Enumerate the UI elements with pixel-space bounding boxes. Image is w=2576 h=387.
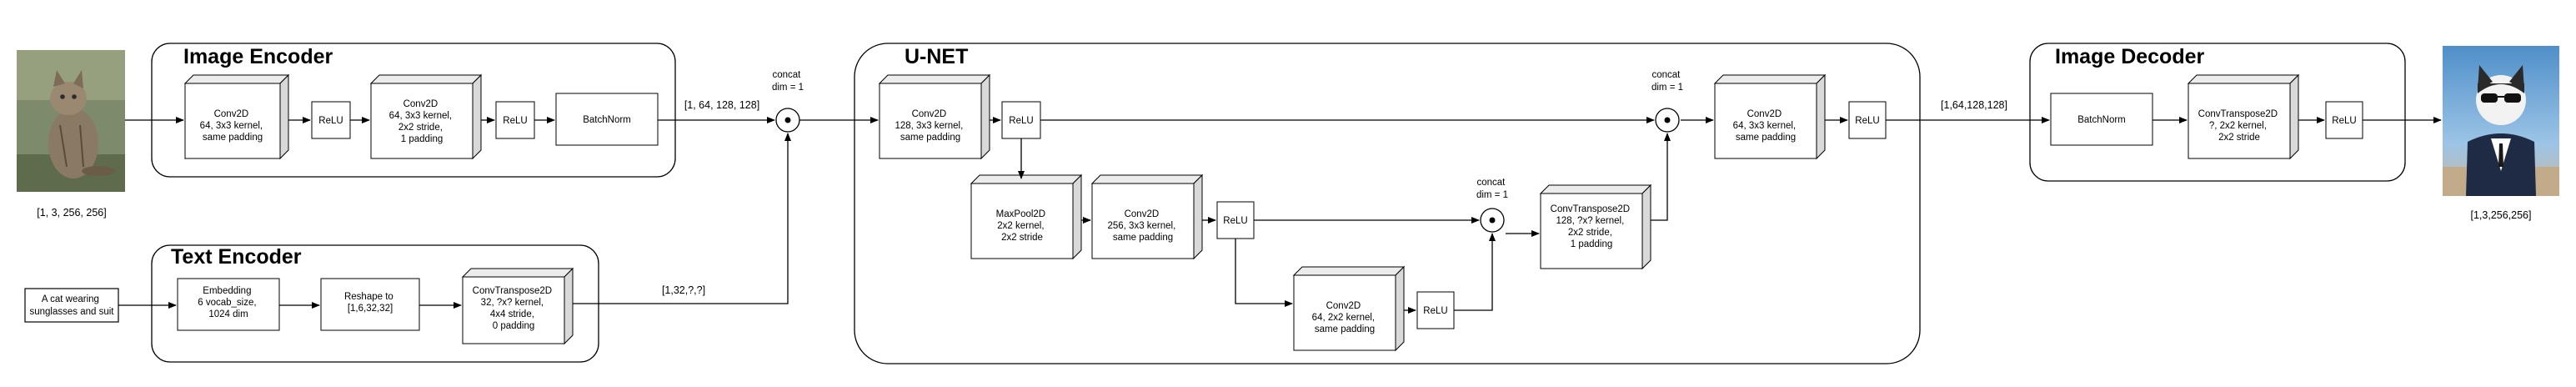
id-batchnorm-box <box>2050 93 2153 146</box>
ie-batchnorm-box <box>555 93 659 146</box>
te-embedding-box <box>177 278 280 331</box>
te-embedding-label: Embedding 6 vocab_size, 1024 dim <box>198 286 259 319</box>
unet-group <box>854 43 1921 364</box>
concat-dot-2 <box>1489 217 1496 224</box>
concat-dot-1 <box>784 117 791 123</box>
text-prompt: A cat wearing sunglasses and suit <box>29 294 114 317</box>
image-decoder-title: Image Decoder <box>2055 45 2205 68</box>
image-decoder-group <box>2029 43 2406 182</box>
unet-convT-up: ConvTranspose2D 128, ?x? kernel, 2x2 str… <box>1539 183 1652 270</box>
unet-relu-low-label: ReLU <box>1423 306 1447 316</box>
te-reshape-label: Reshape to [1,6,32,32] <box>344 292 396 314</box>
concat-dot-3 <box>1664 117 1671 123</box>
unet-relu-out-label: ReLU <box>1855 116 1879 126</box>
ie-conv2: Conv2D 64, 3x3 kernel, 2x2 stride, 1 pad… <box>369 73 483 160</box>
image-encoder-group <box>151 43 676 178</box>
ie-relu1-label: ReLU <box>318 116 343 126</box>
ie-conv1: Conv2D 64, 3x3 kernel, same padding <box>183 73 290 160</box>
unet-conv-mid: Conv2D 256, 3x3 kernel, same padding <box>1090 173 1204 260</box>
id-relu-label: ReLU <box>2332 116 2356 126</box>
unet-relu-mid-box <box>1216 201 1255 239</box>
svg-text:ConvTranspose2D 128, ?x?: ConvTranspose2D 128, ?x? kernel, 2x2 str… <box>1551 204 1633 249</box>
te-convT: ConvTranspose2D 32, ?x? kernel, 4x4 stri… <box>461 267 574 345</box>
output-dims-label: [1,3,256,256] <box>2471 209 2532 221</box>
concat-label-1: concat dim = 1 <box>772 70 804 93</box>
output-cat-image <box>2443 46 2559 196</box>
input-dims-label: [1, 3, 256, 256] <box>37 207 106 219</box>
svg-text:Conv2D 64, 3x3 kernel,: Conv2D 64, 3x3 kernel, same padding <box>1733 109 1799 143</box>
ie-relu2-label: ReLU <box>503 116 527 126</box>
text-out-label: [1,32,?,?] <box>662 284 705 296</box>
svg-text:MaxPool2D 2x2 kernel,: MaxPool2D 2x2 kernel, 2x2 stride <box>996 209 1049 243</box>
id-convT: ConvTranspose2D ?, 2x2 kernel, 2x2 strid… <box>2187 73 2300 160</box>
edge-convT-to-concat1 <box>573 133 791 304</box>
ie-relu2-box <box>495 101 535 139</box>
unet-conv-in: Conv2D 128, 3x3 kernel, same padding <box>878 73 991 160</box>
unet-title: U-NET <box>905 45 968 68</box>
unet-maxpool: MaxPool2D 2x2 kernel, 2x2 stride <box>970 173 1083 260</box>
edge-relu-low-to-concat2 <box>1454 233 1496 311</box>
unet-relu-out-box <box>1848 101 1887 139</box>
input-cat-image <box>17 50 125 192</box>
text-encoder-title: Text Encoder <box>171 245 302 269</box>
ie-batchnorm-label: BatchNorm <box>583 115 631 125</box>
concat-label-2: concat dim = 1 <box>1476 178 1508 200</box>
unet-relu-in-label: ReLU <box>1009 116 1033 126</box>
text-prompt-box <box>24 288 119 323</box>
edge-relu-mid-to-conv-low <box>1235 239 1293 307</box>
svg-text:Conv2D 64, 3x3 kernel,: Conv2D 64, 3x3 kernel, 2x2 stride, 1 pad… <box>389 99 455 144</box>
unet-out-label: [1,64,128,128] <box>1941 99 2007 111</box>
te-reshape-box <box>320 278 420 331</box>
svg-text:ConvTranspose2D ?, 2x2 k: ConvTranspose2D ?, 2x2 kernel, 2x2 strid… <box>2198 109 2281 143</box>
svg-text:ConvTranspose2D 32, ?x?: ConvTranspose2D 32, ?x? kernel, 4x4 stri… <box>473 286 555 331</box>
unet-conv-low: Conv2D 64, 2x2 kernel, same padding <box>1292 265 1406 352</box>
svg-text:Conv2D 64, 3x3 kernel,: Conv2D 64, 3x3 kernel, same padding <box>200 109 266 143</box>
unet-conv-out: Conv2D 64, 3x3 kernel, same padding <box>1713 73 1827 160</box>
edge-convT-up-to-concat3 <box>1651 133 1671 221</box>
unet-relu-low-box <box>1416 291 1455 329</box>
id-relu-box <box>2325 101 2363 139</box>
edges <box>118 117 2442 314</box>
svg-text:Conv2D 128, 3x3 kernel,: Conv2D 128, 3x3 kernel, same padding <box>895 109 965 143</box>
encoder-out-label: [1, 64, 128, 128] <box>684 99 759 111</box>
image-encoder-title: Image Encoder <box>183 45 333 68</box>
svg-text:Conv2D 256, 3x3 kernel,: Conv2D 256, 3x3 kernel, same padding <box>1107 209 1178 243</box>
unet-relu-mid-label: ReLU <box>1223 216 1247 226</box>
id-batchnorm-label: BatchNorm <box>2077 115 2126 125</box>
concat-label-3: concat dim = 1 <box>1651 70 1683 93</box>
svg-text:Conv2D 64, 2x2 kernel,: Conv2D 64, 2x2 kernel, same padding <box>1312 301 1378 334</box>
ie-relu1-box <box>311 101 351 139</box>
